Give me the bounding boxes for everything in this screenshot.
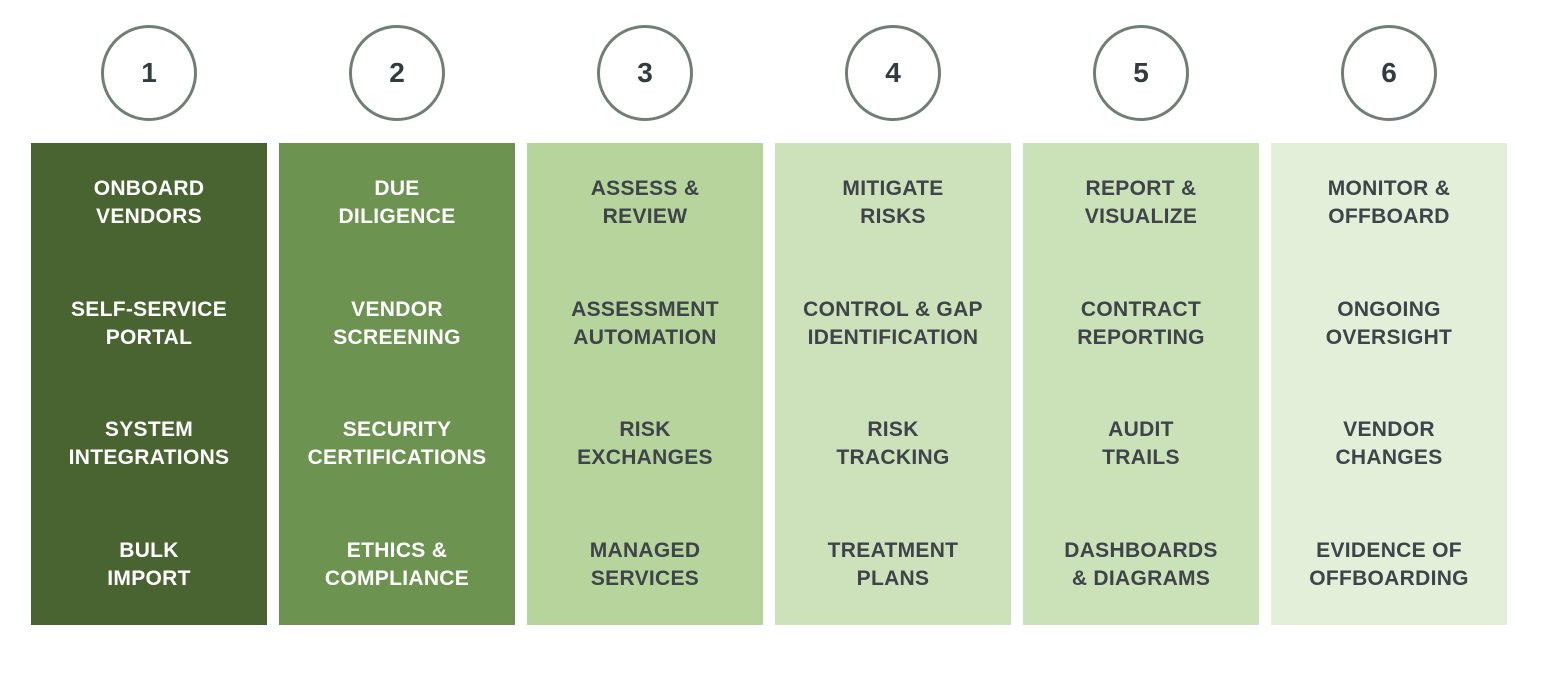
stage-item: CONTROL & GAP IDENTIFICATION	[803, 297, 983, 349]
stage-item: MANAGED SERVICES	[589, 538, 701, 590]
stage-1-number: 1	[141, 57, 157, 88]
stage-item: MONITOR & OFFBOARD	[1327, 177, 1451, 229]
stage-item: AUDIT TRAILS	[1102, 418, 1180, 470]
stage-6-number-circle: 6	[1341, 25, 1437, 121]
stage-3-column: ASSESS & REVIEW ASSESSMENT AUTOMATION RI…	[527, 143, 763, 625]
stage-1-column: ONBOARD VENDORS SELF-SERVICE PORTAL SYST…	[31, 143, 267, 625]
process-diagram: 1 ONBOARD VENDORS SELF-SERVICE PORTAL SY…	[31, 25, 1507, 625]
stage-3-number: 3	[637, 57, 653, 88]
stage-6: 6 MONITOR & OFFBOARD ONGOING OVERSIGHT V…	[1271, 25, 1507, 625]
stage-6-column: MONITOR & OFFBOARD ONGOING OVERSIGHT VEN…	[1271, 143, 1507, 625]
stage-2-number-circle: 2	[349, 25, 445, 121]
stage-item: MITIGATE RISKS	[842, 177, 944, 229]
stage-4-column: MITIGATE RISKS CONTROL & GAP IDENTIFICAT…	[775, 143, 1011, 625]
stage-item: ASSESSMENT AUTOMATION	[571, 297, 719, 349]
stage-item: ONBOARD VENDORS	[93, 177, 205, 229]
stage-3: 3 ASSESS & REVIEW ASSESSMENT AUTOMATION …	[527, 25, 763, 625]
stage-1: 1 ONBOARD VENDORS SELF-SERVICE PORTAL SY…	[31, 25, 267, 625]
stage-item: BULK IMPORT	[107, 538, 191, 590]
stage-6-number: 6	[1381, 57, 1397, 88]
stage-5: 5 REPORT & VISUALIZE CONTRACT REPORTING …	[1023, 25, 1259, 625]
stage-4-number-circle: 4	[845, 25, 941, 121]
stage-item: DASHBOARDS & DIAGRAMS	[1064, 538, 1218, 590]
stage-3-number-circle: 3	[597, 25, 693, 121]
stage-5-number-circle: 5	[1093, 25, 1189, 121]
stage-1-number-circle: 1	[101, 25, 197, 121]
stage-item: ETHICS & COMPLIANCE	[324, 538, 470, 590]
stage-item: EVIDENCE OF OFFBOARDING	[1309, 538, 1469, 590]
stage-2-number: 2	[389, 57, 405, 88]
stage-2: 2 DUE DILIGENCE VENDOR SCREENING SECURIT…	[279, 25, 515, 625]
stage-4-number: 4	[885, 57, 901, 88]
stage-item: VENDOR CHANGES	[1335, 418, 1443, 470]
stage-item: ONGOING OVERSIGHT	[1325, 297, 1453, 349]
stage-5-column: REPORT & VISUALIZE CONTRACT REPORTING AU…	[1023, 143, 1259, 625]
stage-item: SELF-SERVICE PORTAL	[70, 297, 228, 349]
stage-item: ASSESS & REVIEW	[590, 177, 700, 229]
stage-5-number: 5	[1133, 57, 1149, 88]
stage-item: RISK EXCHANGES	[577, 418, 713, 470]
stage-2-column: DUE DILIGENCE VENDOR SCREENING SECURITY …	[279, 143, 515, 625]
stage-item: DUE DILIGENCE	[338, 177, 456, 229]
stage-item: SYSTEM INTEGRATIONS	[68, 418, 230, 470]
stage-item: REPORT & VISUALIZE	[1084, 177, 1198, 229]
stage-item: RISK TRACKING	[836, 418, 950, 470]
stage-4: 4 MITIGATE RISKS CONTROL & GAP IDENTIFIC…	[775, 25, 1011, 625]
stage-item: SECURITY CERTIFICATIONS	[307, 418, 487, 470]
stage-item: CONTRACT REPORTING	[1077, 297, 1205, 349]
stage-item: VENDOR SCREENING	[333, 297, 461, 349]
stage-item: TREATMENT PLANS	[827, 538, 959, 590]
